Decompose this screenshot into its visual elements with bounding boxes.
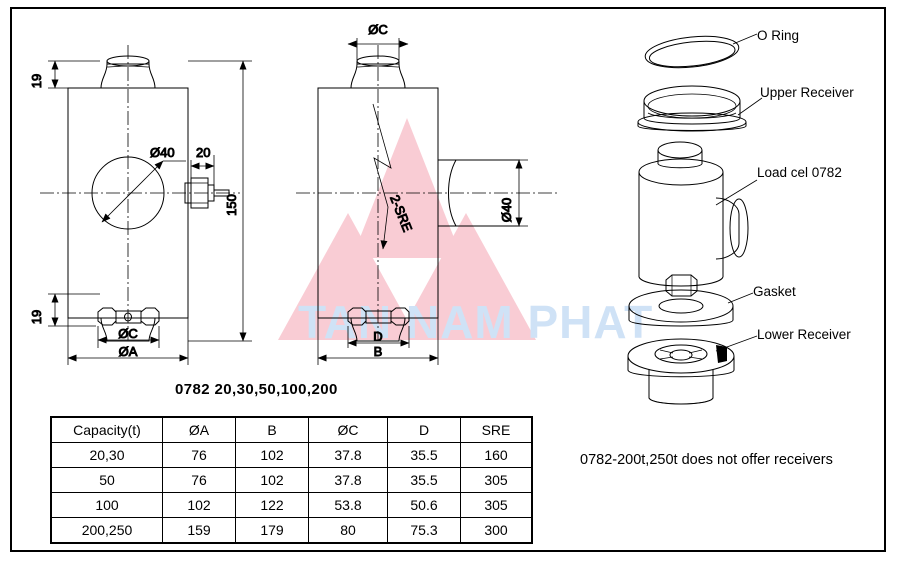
dim-B: B	[374, 344, 383, 359]
exploded-view-geometry	[627, 33, 763, 405]
cell-capacity: 20,30	[50, 442, 163, 468]
table-row: 200,250 159 179 80 75.3 300	[50, 517, 533, 544]
cell-dia-a: 159	[162, 517, 236, 544]
table-header-b: B	[235, 416, 309, 443]
cell-dia-c: 37.8	[308, 442, 388, 468]
callout-gasket: Gasket	[753, 284, 796, 299]
front-view-geometry	[40, 45, 240, 342]
model-title: 0782 20,30,50,100,200	[175, 381, 338, 398]
cell-d: 75.3	[387, 517, 461, 544]
dim-19-bottom: 19	[29, 310, 44, 324]
cell-dia-a: 76	[162, 442, 236, 468]
dim-dia40-front: Ø40	[150, 145, 175, 160]
cell-b: 102	[235, 442, 309, 468]
callout-lower-receiver: Lower Receiver	[757, 327, 851, 342]
front-view-dimensions	[48, 60, 252, 365]
dim-diaC-section: ØC	[368, 22, 388, 37]
table-row: 20,30 76 102 37.8 35.5 160	[50, 442, 533, 468]
cell-dia-a: 76	[162, 467, 236, 493]
cell-capacity: 50	[50, 467, 163, 493]
table-header-dia-c: ØC	[308, 416, 388, 443]
dim-D: D	[373, 329, 382, 344]
dim-150: 150	[224, 194, 239, 216]
cell-b: 102	[235, 467, 309, 493]
cell-capacity: 200,250	[50, 517, 163, 544]
gasket-part	[628, 289, 734, 327]
cell-sre: 160	[460, 442, 533, 468]
table-row: 50 76 102 37.8 35.5 305	[50, 467, 533, 493]
cell-dia-a: 102	[162, 492, 236, 518]
table-header-d: D	[387, 416, 461, 443]
front-view-dimension-text: 19 150 20 Ø40 19 ØC ØA	[29, 73, 240, 359]
table-header-row: Capacity(t) ØA B ØC D SRE	[50, 416, 533, 443]
table-row: 100 102 122 53.8 50.6 305	[50, 492, 533, 518]
table-header-capacity: Capacity(t)	[50, 416, 163, 443]
section-view-dimensions	[317, 38, 528, 365]
dim-20: 20	[196, 145, 210, 160]
callout-load-cell: Load cel 0782	[757, 165, 842, 180]
cell-b: 122	[235, 492, 309, 518]
receiver-availability-note: 0782-200t,250t does not offer receivers	[580, 452, 833, 468]
table-header-dia-a: ØA	[162, 416, 236, 443]
callout-upper-receiver: Upper Receiver	[760, 85, 854, 100]
dim-dia40-section: Ø40	[499, 198, 514, 223]
cell-dia-c: 37.8	[308, 467, 388, 493]
dim-diaA-front: ØA	[119, 344, 138, 359]
cell-d: 50.6	[387, 492, 461, 518]
table-header-sre: SRE	[460, 416, 533, 443]
cell-b: 179	[235, 517, 309, 544]
drawing-border	[10, 7, 886, 552]
cell-dia-c: 53.8	[308, 492, 388, 518]
lower-receiver-part	[627, 338, 735, 405]
cell-sre: 300	[460, 517, 533, 544]
cell-capacity: 100	[50, 492, 163, 518]
cell-dia-c: 80	[308, 517, 388, 544]
capacity-spec-table: Capacity(t) ØA B ØC D SRE 20,30 76 102 3…	[50, 416, 533, 544]
cell-sre: 305	[460, 467, 533, 493]
dim-19-top: 19	[29, 74, 44, 88]
dim-diaC-front: ØC	[118, 326, 138, 341]
upper-receiver-part	[637, 85, 747, 132]
cell-d: 35.5	[387, 467, 461, 493]
cell-sre: 305	[460, 492, 533, 518]
cell-d: 35.5	[387, 442, 461, 468]
load-cell-part	[638, 141, 749, 297]
callout-o-ring: O Ring	[757, 28, 800, 43]
o-ring-part	[644, 35, 740, 69]
